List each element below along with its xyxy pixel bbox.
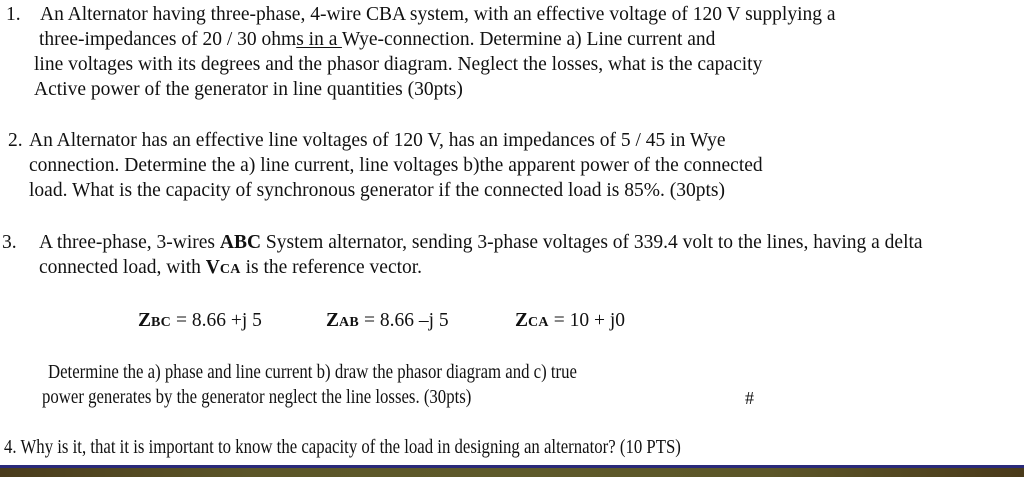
question-text-line: Determine the a) phase and line current … [48,362,577,383]
question-text-line: Active power of the generator in line qu… [34,79,463,100]
question-text-line: A three-phase, 3-wires ABC System altern… [39,232,923,253]
question-text-line: connection. Determine the a) line curren… [29,155,763,176]
question-number: 2. [8,130,23,151]
end-mark: # [745,388,754,408]
question-text-line: 4. Why is it, that it is important to kn… [4,437,681,458]
question-text-line: connected load, with VCA is the referenc… [39,257,423,278]
underlined-text: s in a [296,29,342,50]
question-text-line: An Alternator having three-phase, 4-wire… [40,4,836,25]
impedance-zca: ZCA = 10 + j0 [515,310,626,331]
question-text-line: An Alternator has an effective line volt… [29,130,726,151]
question-number: 1. [6,4,21,25]
bottom-band [0,468,1024,477]
question-text-line: three-impedances of 20 / 30 ohms in a Wy… [39,29,716,50]
bold-text: ABC [219,232,262,253]
question-text-line: power generates by the generator neglect… [42,387,472,408]
question-text-line: load. What is the capacity of synchronou… [29,180,726,201]
vector-subscript: CA [219,262,241,277]
bottom-rule [0,465,1024,468]
impedance-zab: ZAB = 8.66 –j 5 [326,310,449,331]
question-text-line: line voltages with its degrees and the p… [34,54,763,75]
vector-symbol: V [205,257,220,278]
question-number: 3. [2,232,17,253]
impedance-zbc: ZBC = 8.66 +j 5 [138,310,262,331]
question-number: 4. [4,437,17,458]
